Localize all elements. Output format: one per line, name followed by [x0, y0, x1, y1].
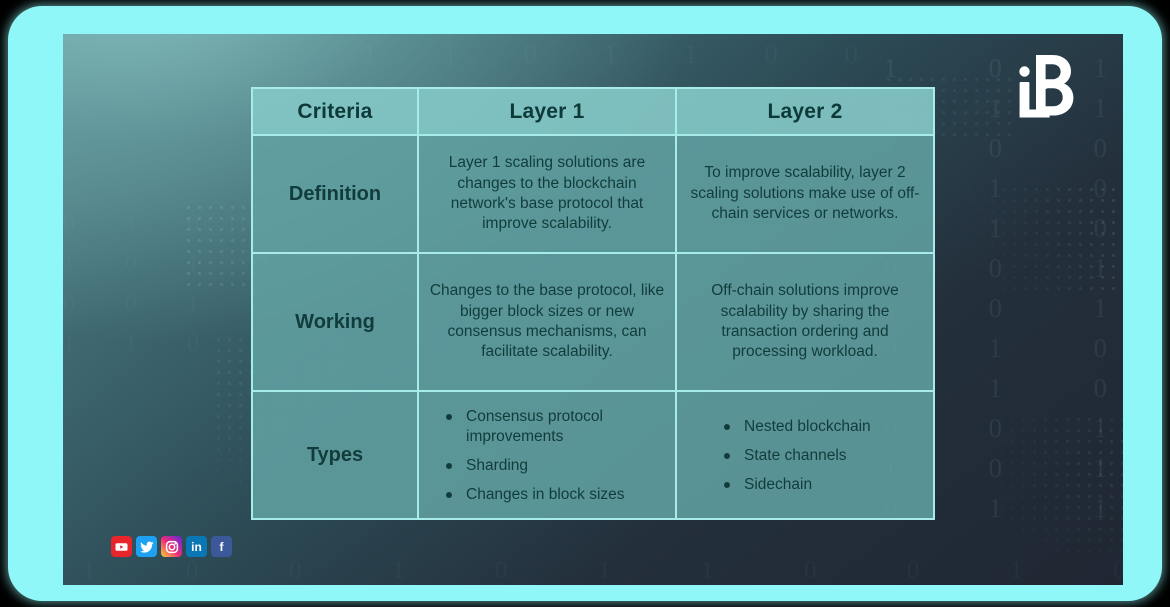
row-label-types: Types [251, 390, 419, 520]
youtube-icon[interactable] [111, 536, 132, 557]
list-item: Consensus protocol improvements [443, 407, 665, 447]
cell-definition-layer1: Layer 1 scaling solutions are changes to… [417, 134, 677, 254]
column-header-criteria: Criteria [251, 87, 419, 136]
cell-working-layer2: Off-chain solutions improve scalability … [675, 252, 935, 392]
table-row: Working Changes to the base protocol, li… [251, 252, 935, 392]
instagram-icon[interactable] [161, 536, 182, 557]
binary-decor-bottom: 1 0 0 1 0 1 1 0 0 1 0 1 1 0 0 1 0 1 1 0 [83, 557, 1123, 584]
twitter-icon[interactable] [136, 536, 157, 557]
list-item: Changes in block sizes [443, 485, 665, 505]
dot-grid-decor [963, 414, 1123, 554]
column-header-layer2: Layer 2 [675, 87, 935, 136]
table-header-row: Criteria Layer 1 Layer 2 [251, 87, 935, 136]
cell-working-layer1: Changes to the base protocol, like bigge… [417, 252, 677, 392]
comparison-table: Criteria Layer 1 Layer 2 Definition Laye… [251, 87, 935, 520]
row-label-definition: Definition [251, 134, 419, 254]
ib-logo-icon [1012, 49, 1078, 123]
column-header-layer1: Layer 1 [417, 87, 677, 136]
list-item: Sidechain [721, 475, 871, 495]
facebook-icon[interactable]: f [211, 536, 232, 557]
cell-definition-layer2: To improve scalability, layer 2 scaling … [675, 134, 935, 254]
row-label-working: Working [251, 252, 419, 392]
list-item: State channels [721, 446, 871, 466]
table-row: Definition Layer 1 scaling solutions are… [251, 134, 935, 254]
list-item: Sharding [443, 456, 665, 476]
neon-frame: 1 0 1 0 1 1 1 0 0 0 1 0 1 1 0 0 0 1 1 0 … [8, 6, 1162, 601]
linkedin-icon[interactable]: in [186, 536, 207, 557]
social-links-bar: in f [111, 536, 232, 557]
dot-grid-decor [943, 184, 1123, 294]
list-item: Nested blockchain [721, 417, 871, 437]
slide-canvas: 1 0 1 0 1 1 1 0 0 0 1 0 1 1 0 0 0 1 1 0 … [63, 34, 1123, 585]
